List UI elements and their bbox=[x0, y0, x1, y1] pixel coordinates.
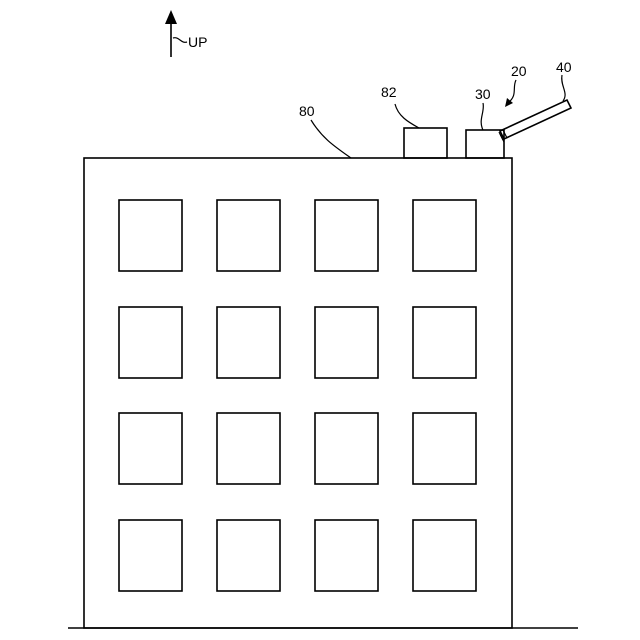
leader-20 bbox=[505, 80, 516, 107]
label-82: 82 bbox=[381, 84, 397, 100]
window bbox=[315, 520, 378, 591]
label-80: 80 bbox=[299, 103, 315, 119]
unit-30 bbox=[466, 130, 504, 158]
window bbox=[217, 413, 280, 484]
window bbox=[413, 520, 476, 591]
window bbox=[413, 413, 476, 484]
window bbox=[413, 200, 476, 271]
window bbox=[217, 307, 280, 378]
window bbox=[217, 520, 280, 591]
leader-30 bbox=[481, 103, 483, 130]
window bbox=[119, 520, 182, 591]
label-40: 40 bbox=[556, 59, 572, 75]
window bbox=[119, 413, 182, 484]
window bbox=[119, 307, 182, 378]
label-30: 30 bbox=[475, 86, 491, 102]
roof-box-82 bbox=[404, 128, 447, 158]
window bbox=[413, 307, 476, 378]
window bbox=[119, 200, 182, 271]
window bbox=[315, 307, 378, 378]
label-20: 20 bbox=[511, 63, 527, 79]
window bbox=[217, 200, 280, 271]
window-grid bbox=[119, 200, 476, 591]
window bbox=[315, 200, 378, 271]
window bbox=[315, 413, 378, 484]
up-label: UP bbox=[188, 34, 207, 50]
leader-82 bbox=[395, 104, 419, 128]
building-80 bbox=[84, 158, 512, 628]
up-arrow bbox=[165, 10, 187, 57]
arm-40 bbox=[499, 100, 571, 142]
leader-80 bbox=[311, 120, 351, 158]
leader-40 bbox=[562, 75, 565, 101]
